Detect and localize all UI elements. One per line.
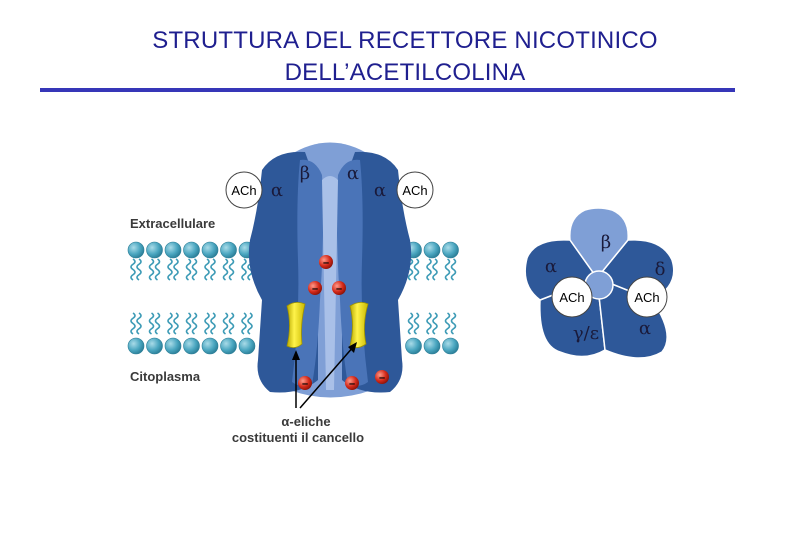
lipid-tail xyxy=(446,259,450,280)
ach-label-right: ACh xyxy=(402,183,427,198)
lipid-tail xyxy=(224,259,228,280)
lipid-tail xyxy=(174,313,178,334)
lipid-tail xyxy=(187,259,191,280)
lipid-tail xyxy=(156,313,160,334)
lipid-tail xyxy=(131,259,135,280)
subunit-label-beta: β xyxy=(300,163,310,184)
lipid-tail xyxy=(150,259,154,280)
negative-charge-symbol: – xyxy=(302,378,308,390)
lipid-head xyxy=(221,242,237,258)
lipid-tail xyxy=(137,259,141,280)
lipid-tail xyxy=(168,313,172,334)
cytoplasm-label: Citoplasma xyxy=(130,369,201,384)
lipid-tail xyxy=(230,259,234,280)
lipid-head xyxy=(128,242,144,258)
helix-caption-line-1: α-eliche xyxy=(281,414,330,429)
top-ach-ligand-right: ACh xyxy=(627,277,667,317)
top-ach-ligand-left: ACh xyxy=(552,277,592,317)
negative-charge-symbol: – xyxy=(349,378,355,390)
lipid-head xyxy=(184,338,200,354)
top-label-beta: β xyxy=(601,232,611,253)
top-label-alpha-left: α xyxy=(545,256,557,277)
lipid-head xyxy=(147,242,163,258)
negative-charge-symbol: – xyxy=(336,283,342,295)
lipid-tail xyxy=(452,313,456,334)
lipid-tail xyxy=(433,259,437,280)
negative-charge-symbol: – xyxy=(379,372,385,384)
lipid-head xyxy=(184,242,200,258)
lipid-tail xyxy=(242,259,246,280)
lipid-head xyxy=(406,338,422,354)
top-ach-label-left: ACh xyxy=(559,290,584,305)
lipid-head xyxy=(128,338,144,354)
lipid-tail xyxy=(415,259,419,280)
top-label-delta: δ xyxy=(655,259,666,280)
extracellular-label: Extracellulare xyxy=(130,216,215,231)
lipid-head xyxy=(202,338,218,354)
lipid-head xyxy=(443,338,459,354)
lipid-tail xyxy=(415,313,419,334)
lipid-tail xyxy=(248,313,252,334)
lipid-tail xyxy=(205,313,209,334)
subunit-label-alpha-right: α xyxy=(374,180,386,201)
lipid-head xyxy=(202,242,218,258)
lipid-tail xyxy=(211,259,215,280)
negative-charge-symbol: – xyxy=(323,257,329,269)
lipid-tail xyxy=(409,313,413,334)
ach-ligand-left: ACh xyxy=(226,172,262,208)
lipid-tail xyxy=(427,259,431,280)
lipid-head xyxy=(147,338,163,354)
lipid-tail xyxy=(433,313,437,334)
top-ach-label-right: ACh xyxy=(634,290,659,305)
lipid-tail xyxy=(137,313,141,334)
receptor-top-view: ACh ACh β α δ γ/ε α xyxy=(525,208,674,358)
lipid-head xyxy=(443,242,459,258)
ach-label-left: ACh xyxy=(231,183,256,198)
top-label-gamma-epsilon: γ/ε xyxy=(573,323,599,344)
lipid-head xyxy=(221,338,237,354)
subunit-label-alpha-center: α xyxy=(347,163,359,184)
lipid-tail xyxy=(187,313,191,334)
negative-charge-symbol: – xyxy=(312,283,318,295)
lipid-tail xyxy=(193,313,197,334)
lipid-tail xyxy=(230,313,234,334)
lipid-head xyxy=(424,242,440,258)
lipid-head xyxy=(239,338,255,354)
lipid-tail xyxy=(193,259,197,280)
lipid-tail xyxy=(156,259,160,280)
lipid-head xyxy=(424,338,440,354)
lipid-tail xyxy=(168,259,172,280)
top-label-alpha-right: α xyxy=(639,318,651,339)
lipid-tail xyxy=(242,313,246,334)
lipid-head xyxy=(165,242,181,258)
receptor-side-view: – – – – – – ACh ACh α β α α xyxy=(226,143,433,409)
lipid-tail xyxy=(427,313,431,334)
ach-ligand-right: ACh xyxy=(397,172,433,208)
subunit-label-alpha-left: α xyxy=(271,180,283,201)
lipid-tail xyxy=(224,313,228,334)
lipid-tail xyxy=(131,313,135,334)
lipid-head xyxy=(165,338,181,354)
lipid-tail xyxy=(174,259,178,280)
helix-caption-line-2: costituenti il cancello xyxy=(232,430,364,445)
lipid-tail xyxy=(446,313,450,334)
lipid-tail xyxy=(211,313,215,334)
lipid-tail xyxy=(205,259,209,280)
lipid-tail xyxy=(150,313,154,334)
lipid-tail xyxy=(452,259,456,280)
